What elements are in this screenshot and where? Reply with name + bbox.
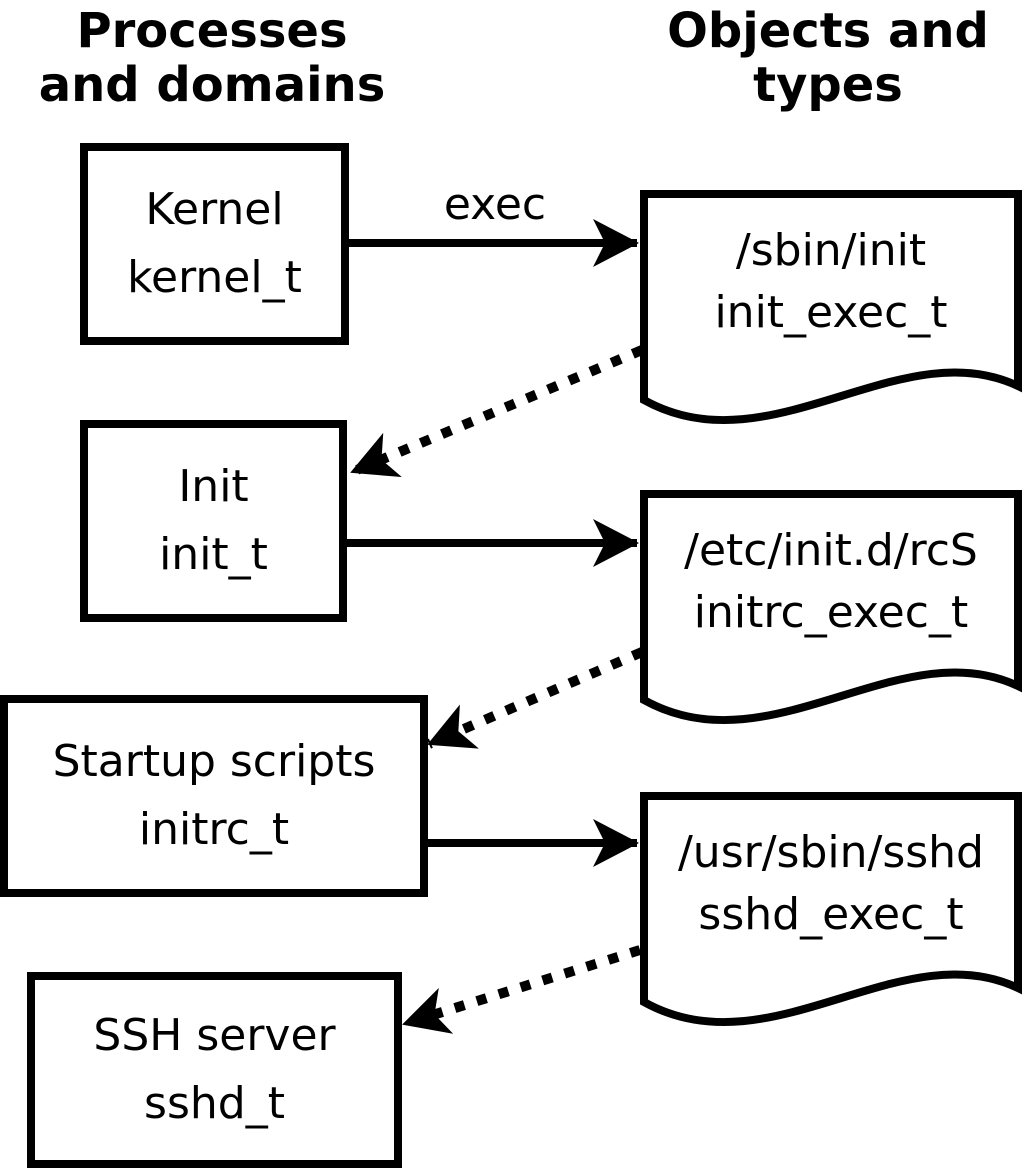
object-doc-sbin-init <box>640 190 1022 424</box>
object-type: init_exec_t <box>714 287 948 338</box>
process-name: Startup scripts <box>52 736 376 787</box>
process-box-ssh-server: SSH server sshd_t <box>27 972 402 1168</box>
process-box-kernel: Kernel kernel_t <box>80 143 349 345</box>
object-label-sbin-init: /sbin/init init_exec_t <box>644 220 1018 344</box>
process-box-init: Init init_t <box>80 420 347 622</box>
column-header-processes: Processes and domains <box>38 3 386 113</box>
process-name: Kernel <box>145 184 284 235</box>
process-name: SSH server <box>93 1010 336 1061</box>
process-domain: kernel_t <box>127 252 302 303</box>
process-domain: initrc_t <box>138 804 290 855</box>
object-doc-usr-sbin-sshd <box>640 792 1022 1026</box>
transition-arrow-sbininit-to-init <box>350 345 644 478</box>
object-label-usr-sbin-sshd: /usr/sbin/sshd sshd_exec_t <box>644 822 1018 946</box>
object-type: sshd_exec_t <box>698 889 964 940</box>
process-box-startup-scripts: Startup scripts initrc_t <box>0 695 428 897</box>
exec-edge-label: exec <box>443 179 547 230</box>
object-doc-etc-initd-rcs <box>640 490 1022 724</box>
process-domain: init_t <box>159 529 268 580</box>
transition-arrow-sshdexec-to-sshd <box>402 945 642 1034</box>
object-path: /sbin/init <box>735 225 927 276</box>
object-path: /usr/sbin/sshd <box>677 827 984 878</box>
object-label-etc-initd-rcs: /etc/init.d/rcS initrc_exec_t <box>644 520 1018 644</box>
column-header-objects: Objects and types <box>667 3 989 113</box>
object-path: /etc/init.d/rcS <box>684 525 978 576</box>
object-type: initrc_exec_t <box>693 587 969 638</box>
process-domain: sshd_t <box>144 1078 285 1129</box>
process-name: Init <box>178 461 249 512</box>
transition-arrow-rcs-to-initrc <box>427 647 644 749</box>
